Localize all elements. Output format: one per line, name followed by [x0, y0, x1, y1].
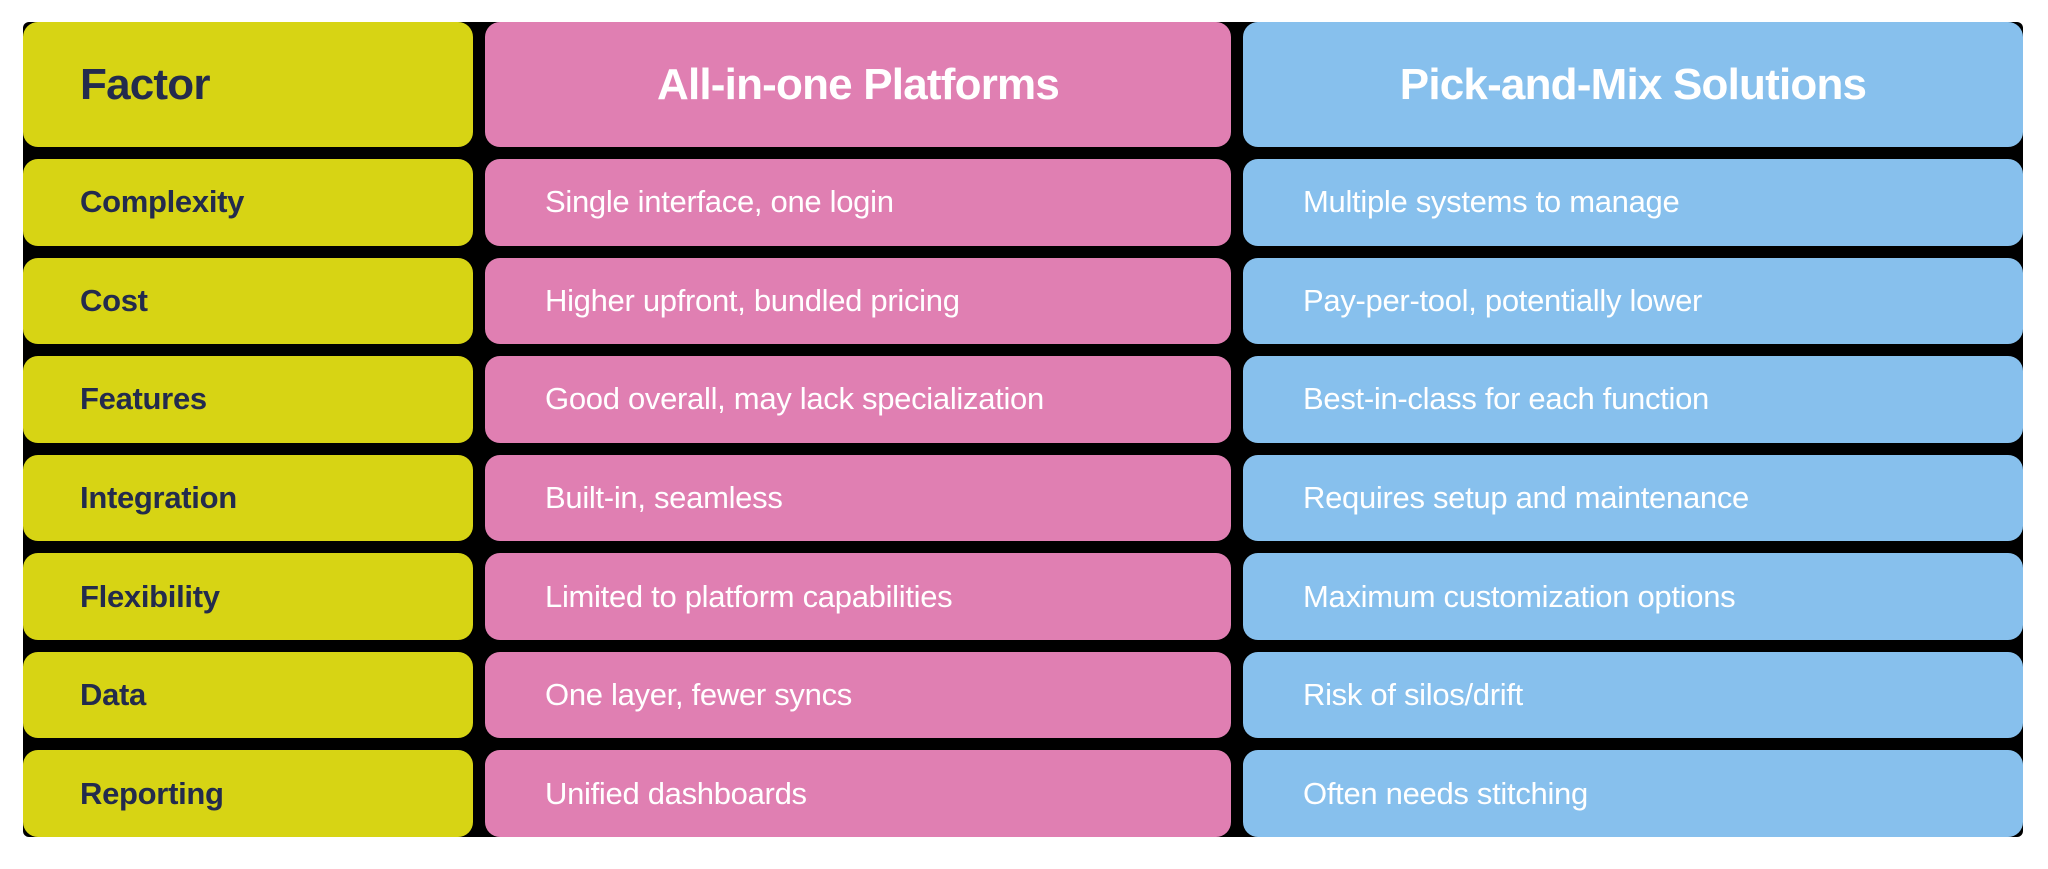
all-in-one-value-cell: Single interface, one login [485, 159, 1231, 246]
pick-and-mix-value-cell: Best-in-class for each function [1243, 356, 2023, 443]
row-label: Flexibility [80, 578, 220, 614]
row-label-cell: Cost [23, 257, 473, 345]
header-cell-pick-and-mix-solutions: Pick-and-Mix Solutions [1243, 22, 2023, 147]
header-cell-factor: Factor [23, 22, 473, 147]
row-label: Integration [80, 479, 237, 515]
pick-and-mix-value: Risk of silos/drift [1303, 677, 1523, 713]
row-label: Cost [80, 282, 148, 318]
pick-and-mix-value: Requires setup and maintenance [1303, 479, 1749, 515]
pick-and-mix-value-cell: Risk of silos/drift [1243, 651, 2023, 739]
pick-and-mix-value-cell: Often needs stitching [1243, 750, 2023, 837]
all-in-one-value: Unified dashboards [545, 775, 807, 811]
header-cell-all-in-one-platforms: All-in-one Platforms [485, 22, 1231, 147]
header-label-all-in-one-platforms: All-in-one Platforms [656, 59, 1060, 109]
pick-and-mix-value-cell: Maximum customization options [1243, 553, 2023, 640]
all-in-one-value-cell: One layer, fewer syncs [485, 651, 1231, 739]
row-label-cell: Features [23, 356, 473, 443]
all-in-one-value-cell: Limited to platform capabilities [485, 553, 1231, 640]
pick-and-mix-value: Maximum customization options [1303, 578, 1736, 614]
row-label-cell: Flexibility [23, 553, 473, 640]
header-label-factor: Factor [80, 59, 210, 109]
pick-and-mix-value-cell: Pay-per-tool, potentially lower [1243, 257, 2023, 345]
comparison-table: Factor All-in-one Platforms Pick-and-Mix… [23, 22, 2023, 837]
all-in-one-value: One layer, fewer syncs [545, 677, 852, 713]
all-in-one-value-cell: Good overall, may lack specialization [485, 356, 1231, 443]
all-in-one-value: Single interface, one login [545, 184, 894, 220]
all-in-one-value-cell: Unified dashboards [485, 750, 1231, 837]
row-label-cell: Complexity [23, 159, 473, 246]
all-in-one-value: Limited to platform capabilities [545, 578, 953, 614]
all-in-one-value: Good overall, may lack specialization [545, 381, 1044, 417]
pick-and-mix-value: Often needs stitching [1303, 775, 1588, 811]
pick-and-mix-value: Best-in-class for each function [1303, 381, 1709, 417]
row-label: Complexity [80, 184, 245, 220]
row-label-cell: Data [23, 651, 473, 739]
row-label: Data [80, 677, 146, 713]
row-label: Reporting [80, 775, 224, 811]
pick-and-mix-value-cell: Multiple systems to manage [1243, 159, 2023, 246]
row-label: Features [80, 381, 207, 417]
pick-and-mix-value: Pay-per-tool, potentially lower [1303, 282, 1703, 318]
row-label-cell: Reporting [23, 750, 473, 837]
all-in-one-value: Built-in, seamless [545, 479, 783, 515]
all-in-one-value-cell: Higher upfront, bundled pricing [485, 257, 1231, 345]
header-label-pick-and-mix-solutions: Pick-and-Mix Solutions [1399, 59, 1867, 109]
all-in-one-value-cell: Built-in, seamless [485, 454, 1231, 542]
row-label-cell: Integration [23, 454, 473, 542]
pick-and-mix-value-cell: Requires setup and maintenance [1243, 454, 2023, 542]
pick-and-mix-value: Multiple systems to manage [1303, 184, 1680, 220]
all-in-one-value: Higher upfront, bundled pricing [545, 282, 960, 318]
